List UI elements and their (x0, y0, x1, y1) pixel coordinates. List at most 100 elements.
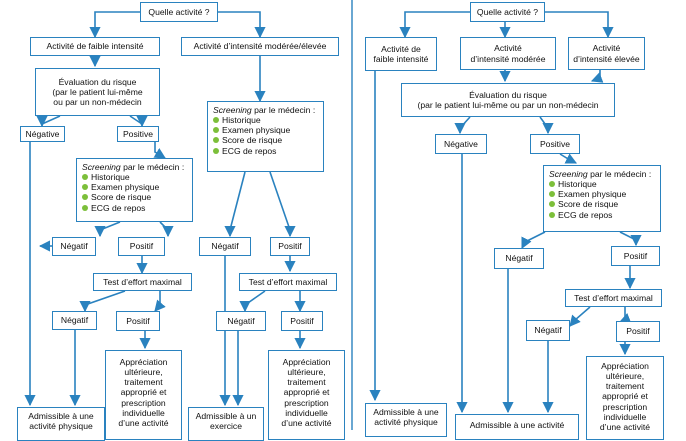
left-negative-a-text: Négative (25, 128, 60, 139)
left-screening-1-header: Screening par le médecin : (82, 162, 184, 172)
bullet-icon (82, 204, 88, 211)
right-app-line: Appréciation (601, 361, 649, 371)
left-adm2-line: Admissible à un (195, 411, 257, 421)
right-question-node: Quelle activité ? (470, 2, 545, 22)
left-app1-line: traitement (124, 377, 163, 388)
right-screening-item: ECG de repos (558, 209, 613, 220)
left-app2-line: traitement (287, 377, 326, 388)
left-max-test-1-text: Test d’effort maximal (103, 276, 182, 287)
left-positif-4-text: Positif (290, 315, 314, 326)
right-positif-1-node: Positif (611, 246, 660, 266)
left-app1-line: prescription (121, 397, 166, 408)
left-mod-high-intensity-text: Activité d’intensité modérée/élevée (193, 41, 327, 52)
right-screening-header: Screening par le médecin : (549, 169, 651, 179)
left-positif-3-text: Positif (126, 315, 150, 326)
left-app2-line: individuelle (285, 407, 328, 418)
right-low-line: faible intensité (373, 54, 429, 64)
left-question-text: Quelle activité ? (148, 6, 210, 17)
left-app2-line: ultérieure, (287, 367, 326, 378)
right-app-line: prescription (602, 401, 648, 412)
left-positif-3-node: Positif (116, 311, 160, 331)
left-app1-line: ultérieure, (124, 367, 163, 378)
left-admissible-2-node: Admissible à un exercice (188, 407, 264, 441)
right-positif-2-node: Positif (616, 321, 660, 342)
right-app-line: ultérieure, (605, 371, 645, 382)
left-positive-a-node: Positive (117, 126, 159, 142)
left-screening-node-1: Screening par le médecin : Historique Ex… (76, 158, 193, 222)
right-high-line: Activité (592, 43, 621, 54)
left-risk-assessment-node: Évaluation du risque (par le patient lui… (35, 68, 160, 116)
bullet-icon (82, 184, 88, 191)
left-negatif-4-node: Négatif (216, 311, 266, 331)
right-risk-line: (par le patient lui-même ou par un non-m… (417, 100, 599, 110)
left-positif-1-node: Positif (118, 237, 165, 256)
right-screening-em: Screening (549, 169, 588, 179)
left-screening-2-item: Score de risque (222, 135, 283, 146)
right-risk-assessment-node: Évaluation du risque (par le patient lui… (401, 83, 615, 117)
left-negatif-4-text: Négatif (227, 315, 255, 326)
left-screening-2-item: ECG de repos (222, 145, 277, 156)
left-adm2-line: exercice (210, 421, 242, 432)
left-appreciation-2-node: Appréciation ultérieure, traitement appr… (268, 350, 345, 440)
left-app1-line: Appréciation (119, 357, 168, 367)
left-adm1-line: activité physique (29, 421, 93, 432)
connector-arrows (24, 0, 642, 430)
right-negatif-1-node: Négatif (494, 248, 544, 269)
right-appreciation-node: Appréciation ultérieure, traitement appr… (586, 356, 664, 440)
left-risk-line-2: (par le patient lui-même (52, 86, 143, 97)
right-app-line: individuelle (603, 411, 647, 422)
right-adm1-line: Admissible à une (373, 407, 439, 417)
right-mod-line: d’intensité modérée (470, 53, 546, 64)
bullet-icon (549, 191, 555, 198)
right-question-text: Quelle activité ? (476, 6, 539, 17)
right-admissible-1-node: Admissible à une activité physique (365, 403, 447, 437)
right-app-line: traitement (605, 381, 645, 392)
right-screening-item: Score de risque (558, 199, 619, 210)
left-screening-2-item: Examen physique (222, 125, 291, 136)
left-appreciation-1-node: Appréciation ultérieure, traitement appr… (105, 350, 182, 440)
right-app-line: d’une activité (599, 421, 651, 432)
left-app2-line: approprié et (283, 387, 330, 398)
left-screening-2-em: Screening (213, 105, 252, 115)
right-positive-a-text: Positive (539, 138, 571, 149)
left-risk-line-1: Évaluation du risque (58, 76, 137, 87)
left-max-test-1-node: Test d’effort maximal (93, 273, 192, 291)
left-question-node: Quelle activité ? (140, 2, 218, 22)
right-positif-2-text: Positif (626, 326, 650, 337)
left-screening-1-rest: par le médecin : (120, 162, 185, 172)
right-negative-a-text: Négative (444, 138, 478, 149)
right-positif-1-text: Positif (623, 250, 648, 261)
right-adm1-line: activité physique (374, 417, 438, 428)
right-positive-a-node: Positive (530, 134, 580, 154)
left-max-test-2-node: Test d’effort maximal (239, 273, 337, 291)
right-adm2-text: Admissible à une activité (469, 420, 565, 430)
left-screening-1-em: Screening (82, 162, 121, 172)
left-app1-line: individuelle (122, 407, 165, 418)
left-risk-line-3: ou par un non-médecin (53, 97, 142, 108)
left-screening-2-header: Screening par le médecin : (213, 105, 315, 115)
left-negatif-1-text: Négatif (60, 241, 88, 252)
left-adm1-line: Admissible à une (28, 411, 94, 421)
bullet-icon (213, 117, 219, 124)
right-negative-a-node: Négative (435, 134, 487, 154)
left-screening-1-item: ECG de repos (91, 202, 146, 213)
left-screening-2-item: Historique (222, 115, 261, 126)
left-low-intensity-node: Activité de faible intensité (30, 37, 160, 56)
right-max-test-text: Test d’effort maximal (574, 292, 653, 303)
bullet-icon (213, 147, 219, 154)
right-max-test-node: Test d’effort maximal (565, 289, 662, 307)
right-app-line: approprié et (602, 391, 648, 402)
left-admissible-1-node: Admissible à une activité physique (17, 407, 105, 441)
right-risk-line: Évaluation du risque (469, 89, 547, 100)
bullet-icon (549, 181, 555, 188)
bullet-icon (213, 127, 219, 134)
right-mod-line: Activité (494, 43, 522, 54)
left-mod-high-intensity-node: Activité d’intensité modérée/élevée (181, 37, 339, 56)
left-positif-2-text: Positif (278, 241, 302, 252)
left-negatif-3-node: Négatif (52, 311, 97, 330)
left-app2-line: d’une activité (281, 417, 332, 428)
right-negatif-2-text: Négatif (534, 325, 562, 336)
left-negatif-3-text: Négatif (60, 315, 89, 326)
left-screening-1-item: Score de risque (91, 192, 152, 203)
left-negatif-1-node: Négatif (52, 237, 96, 256)
